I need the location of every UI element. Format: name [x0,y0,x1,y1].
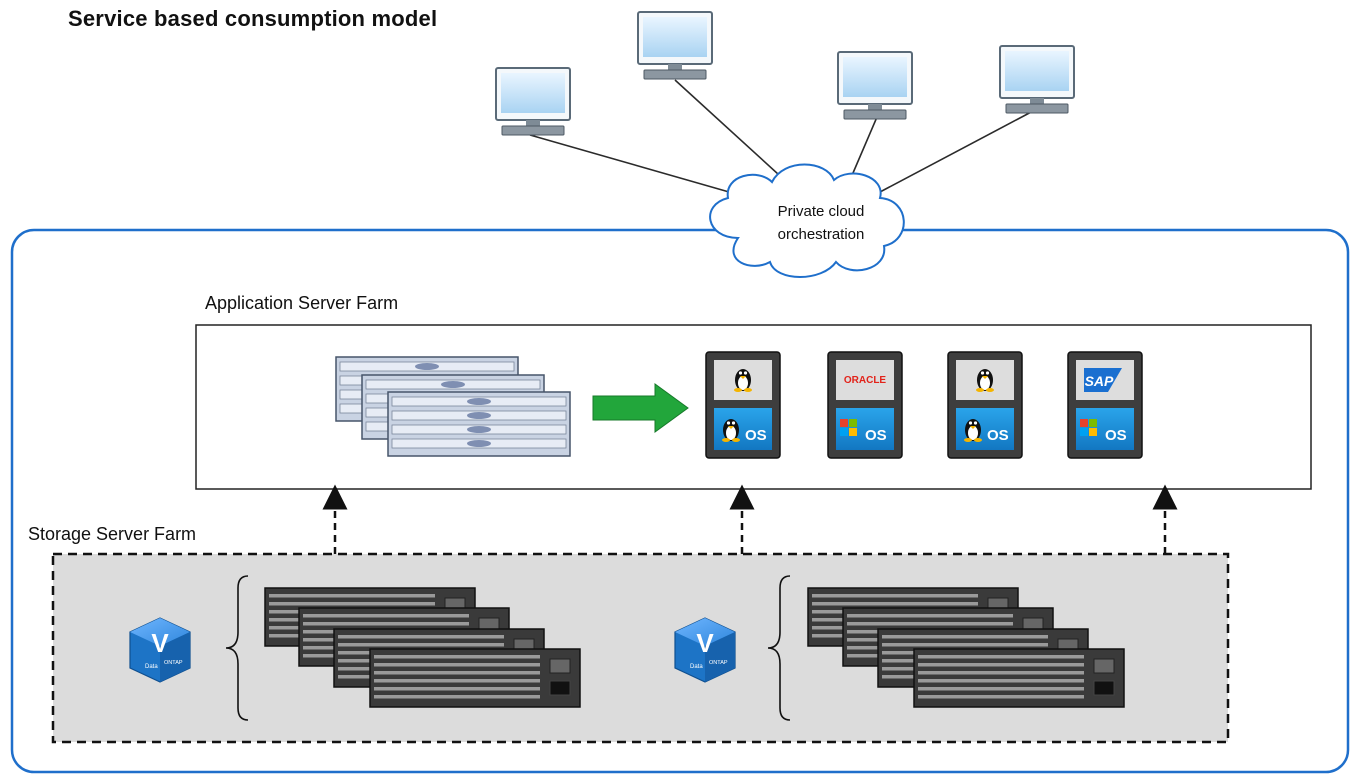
ontap-badge-text: Data [145,664,158,670]
os-label: OS [745,427,767,444]
svg-text:V: V [696,628,714,658]
vm-stack-linux [705,351,781,459]
ontap-badge-text: ONTAP [709,660,728,666]
vm-stack-linux-2 [947,351,1023,459]
storage-to-app-connections [322,484,1178,554]
storage-group-1 [225,575,581,721]
os-label: OS [865,427,887,444]
data-ontap-v-cube-icon [674,617,736,683]
os-label: OS [987,427,1009,444]
os-label: OS [1105,427,1127,444]
desktop-client-icon [495,67,571,136]
svg-text:V: V [151,628,169,658]
cloud-label-line-2: orchestration [777,226,865,243]
cloud-shape [709,163,905,278]
desktop-client-icon [999,45,1075,114]
network-links [529,79,1036,199]
vm-stack-oracle [827,351,903,459]
cloud-label: Private cloud orchestration [736,200,906,246]
cloud-label-line-1: Private cloud [777,203,865,220]
application-server-farm-label: Application Server Farm [205,293,399,313]
storage-server-farm-label: Storage Server Farm [28,524,197,544]
desktop-client-icon [637,11,713,80]
virtualization-arrow [592,383,689,433]
private-cloud-boundary [10,228,1350,774]
ontap-badge-text: ONTAP [164,660,183,666]
storage-group-2 [767,575,1125,721]
vm-stack-sap [1067,351,1143,459]
data-ontap-v-cube-icon [129,617,191,683]
page-title: Service based consumption model [68,6,438,31]
sap-logo: SAP [1085,373,1114,389]
desktop-client-icon [837,51,913,120]
ontap-badge-text: Data [690,664,703,670]
oracle-logo: ORACLE [844,375,887,386]
